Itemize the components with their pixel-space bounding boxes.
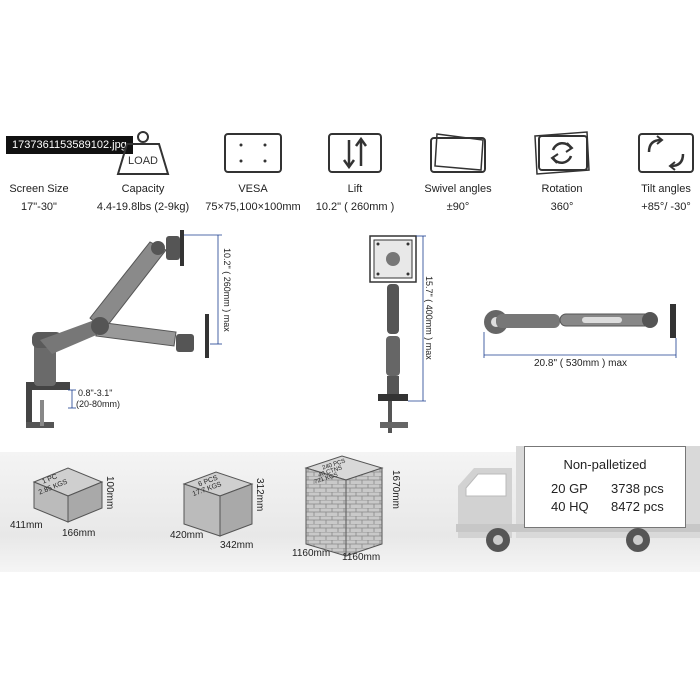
side-lift-dimension: 10.2" ( 260mm ) max xyxy=(222,248,232,332)
side-view-diagram xyxy=(26,230,222,428)
spec-value: 10.2" ( 260mm ) xyxy=(315,201,395,213)
shipping-title: Non-palletized xyxy=(563,457,647,472)
package-3-length: 1160mm xyxy=(292,548,331,559)
shipping-container-2: 40 HQ xyxy=(551,499,589,514)
shipping-container-1: 20 GP xyxy=(551,481,588,496)
swivel-icon xyxy=(430,133,486,173)
lift-arrows-icon xyxy=(328,133,382,173)
spec-title: VESA xyxy=(238,183,268,195)
package-3-width: 1160mm xyxy=(342,552,381,563)
spec-title: Tilt angles xyxy=(641,183,691,195)
vesa-plate-icon xyxy=(224,133,282,173)
spec-title: Capacity xyxy=(121,183,165,195)
shipping-qty-2: 8472 pcs xyxy=(611,499,664,514)
package-3-height: 1670mm xyxy=(390,470,401,509)
package-1-width: 166mm xyxy=(62,528,96,539)
spec-rotation: Rotation 360° xyxy=(512,130,612,216)
package-2-height: 312mm xyxy=(254,478,265,512)
load-icon-text: LOAD xyxy=(128,155,158,167)
spec-value: 4.4-19.8lbs (2-9kg) xyxy=(96,201,190,213)
file-name-tag: 1737361153589102.jpg xyxy=(6,136,133,154)
spec-title: Screen Size xyxy=(9,183,69,195)
spec-value: 360° xyxy=(550,201,574,213)
spec-value: 17"-30" xyxy=(21,201,57,213)
package-2-length: 420mm xyxy=(170,530,204,541)
front-height-dimension: 15.7" ( 400mm ) max xyxy=(424,276,434,360)
top-view-diagram xyxy=(483,304,677,358)
spec-value: 75×75,100×100mm xyxy=(205,201,301,213)
clamp-range-mm: (20-80mm) xyxy=(76,399,121,409)
spec-screen-size: Screen Size 17"-30" xyxy=(0,130,89,216)
spec-title: Lift xyxy=(347,183,363,195)
package-1-height: 100mm xyxy=(104,476,115,510)
spec-value: ±90° xyxy=(446,201,470,213)
spec-value: +85°/ -30° xyxy=(641,201,691,213)
package-pallet-stack xyxy=(304,455,384,557)
spec-capacity: LOAD Capacity 4.4-19.8lbs (2-9kg) xyxy=(92,130,194,216)
package-1-length: 411mm xyxy=(10,520,43,531)
rotation-icon xyxy=(534,131,590,175)
spec-tilt: Tilt angles +85°/ -30° xyxy=(616,130,700,216)
spec-lift: Lift 10.2" ( 260mm ) xyxy=(305,130,405,216)
shipping-info-box: Non-palletized 20 GP 3738 pcs 40 HQ 8472… xyxy=(524,446,686,528)
package-carton-box xyxy=(182,471,254,537)
package-single-box xyxy=(32,467,104,523)
spec-title: Swivel angles xyxy=(424,183,492,195)
tilt-icon xyxy=(638,133,694,173)
clamp-range-inch: 0.8"-3.1" xyxy=(78,388,113,398)
spec-title: Rotation xyxy=(541,183,583,195)
load-weight-icon: LOAD xyxy=(116,131,170,175)
shipping-qty-1: 3738 pcs xyxy=(611,481,664,496)
spec-swivel: Swivel angles ±90° xyxy=(408,130,508,216)
top-reach-dimension: 20.8" ( 530mm ) max xyxy=(534,358,628,369)
monitor-icon xyxy=(9,130,69,176)
front-view-diagram xyxy=(369,235,426,433)
package-2-width: 342mm xyxy=(220,540,254,551)
spec-vesa: VESA 75×75,100×100mm xyxy=(196,130,310,216)
